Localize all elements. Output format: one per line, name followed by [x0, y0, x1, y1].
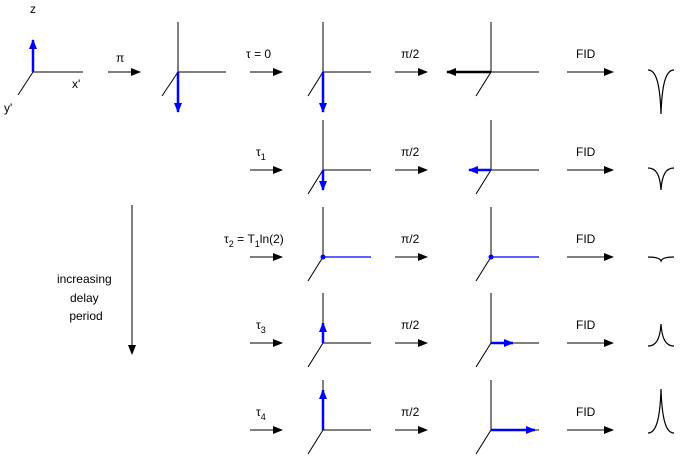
row-5-fid-label: FID	[576, 405, 596, 419]
row-3-half-pulse-label: π/2	[401, 232, 420, 246]
inverted-y-axis	[161, 71, 179, 97]
row-3-null-point	[320, 254, 326, 260]
row-3-readout-null-point	[488, 254, 494, 260]
row-2-readout-frame-y-axis	[475, 169, 492, 195]
row-2-fid-label: FID	[576, 145, 596, 159]
row-1-delay-label: τ = 0	[246, 47, 271, 61]
row-2-delay-frame-y-axis	[307, 169, 324, 195]
row-1-spectrum-peak	[647, 69, 675, 115]
delay-row-5: τ4 π/2 FID	[250, 380, 675, 455]
row-3-fid-label: FID	[576, 232, 596, 246]
z-axis-label: z	[30, 2, 36, 16]
row-3-delay-frame-y-axis	[307, 256, 324, 282]
delay-row-4: τ3 π/2 FID	[250, 293, 675, 368]
row-5-delay-label: τ4	[256, 405, 266, 422]
row-1-half-pulse-label: π/2	[401, 47, 420, 61]
pi-pulse-label: π	[116, 51, 124, 65]
initial-frame: z x' y'	[4, 2, 83, 115]
delay-row-2: τ1 π/2 FID	[250, 120, 675, 195]
row-1-delay-frame-y-axis	[307, 71, 324, 97]
initial-y-axis	[17, 71, 34, 96]
delay-note-line-3: period	[69, 309, 102, 323]
row-3-delay-label: τ2 = T1ln(2)	[224, 232, 284, 249]
row-4-fid-label: FID	[576, 318, 596, 332]
x-axis-label: x'	[72, 77, 80, 91]
row-5-half-pulse-label: π/2	[401, 405, 420, 419]
inverted-frame	[161, 22, 226, 113]
row-2-half-pulse-label: π/2	[401, 145, 420, 159]
row-4-readout-frame-y-axis	[475, 342, 492, 368]
row-1-fid-label: FID	[576, 47, 596, 61]
delay-note-line-1: increasing	[57, 272, 112, 286]
y-axis-label: y'	[4, 101, 12, 115]
delay-row-3: τ2 = T1ln(2) π/2 FID	[224, 207, 675, 282]
row-2-delay-label: τ1	[256, 145, 266, 162]
delay-note: increasing delay period	[57, 272, 115, 323]
row-2-spectrum-peak	[647, 167, 675, 191]
row-5-readout-frame-y-axis	[475, 429, 492, 455]
row-3-spectrum-peak	[647, 256, 675, 263]
row-3-readout-frame-y-axis	[475, 256, 492, 282]
row-5-spectrum-peak	[647, 388, 675, 434]
delay-row-1: τ = 0 π/2 FID	[246, 22, 675, 115]
row-4-delay-frame-y-axis	[307, 342, 324, 368]
row-5-delay-frame-y-axis	[307, 429, 324, 455]
delay-note-line-2: delay	[70, 291, 99, 305]
row-1-readout-frame-y-axis	[475, 71, 492, 97]
row-4-delay-label: τ3	[256, 318, 266, 335]
row-4-spectrum-peak	[647, 323, 675, 347]
row-4-half-pulse-label: π/2	[401, 318, 420, 332]
